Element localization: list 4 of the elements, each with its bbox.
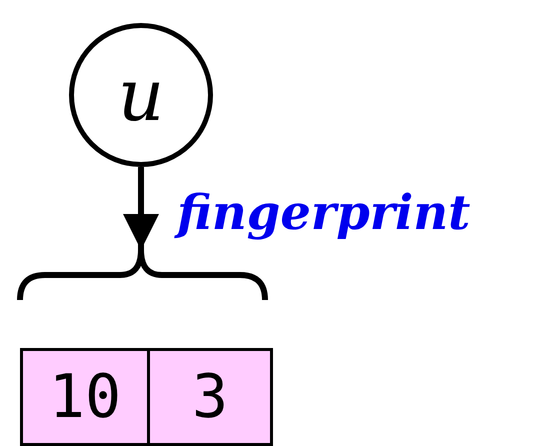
array-cell: 10: [20, 348, 150, 446]
node-circle: u: [69, 23, 213, 167]
arrow: [123, 167, 159, 250]
array-cell: 3: [147, 348, 273, 446]
